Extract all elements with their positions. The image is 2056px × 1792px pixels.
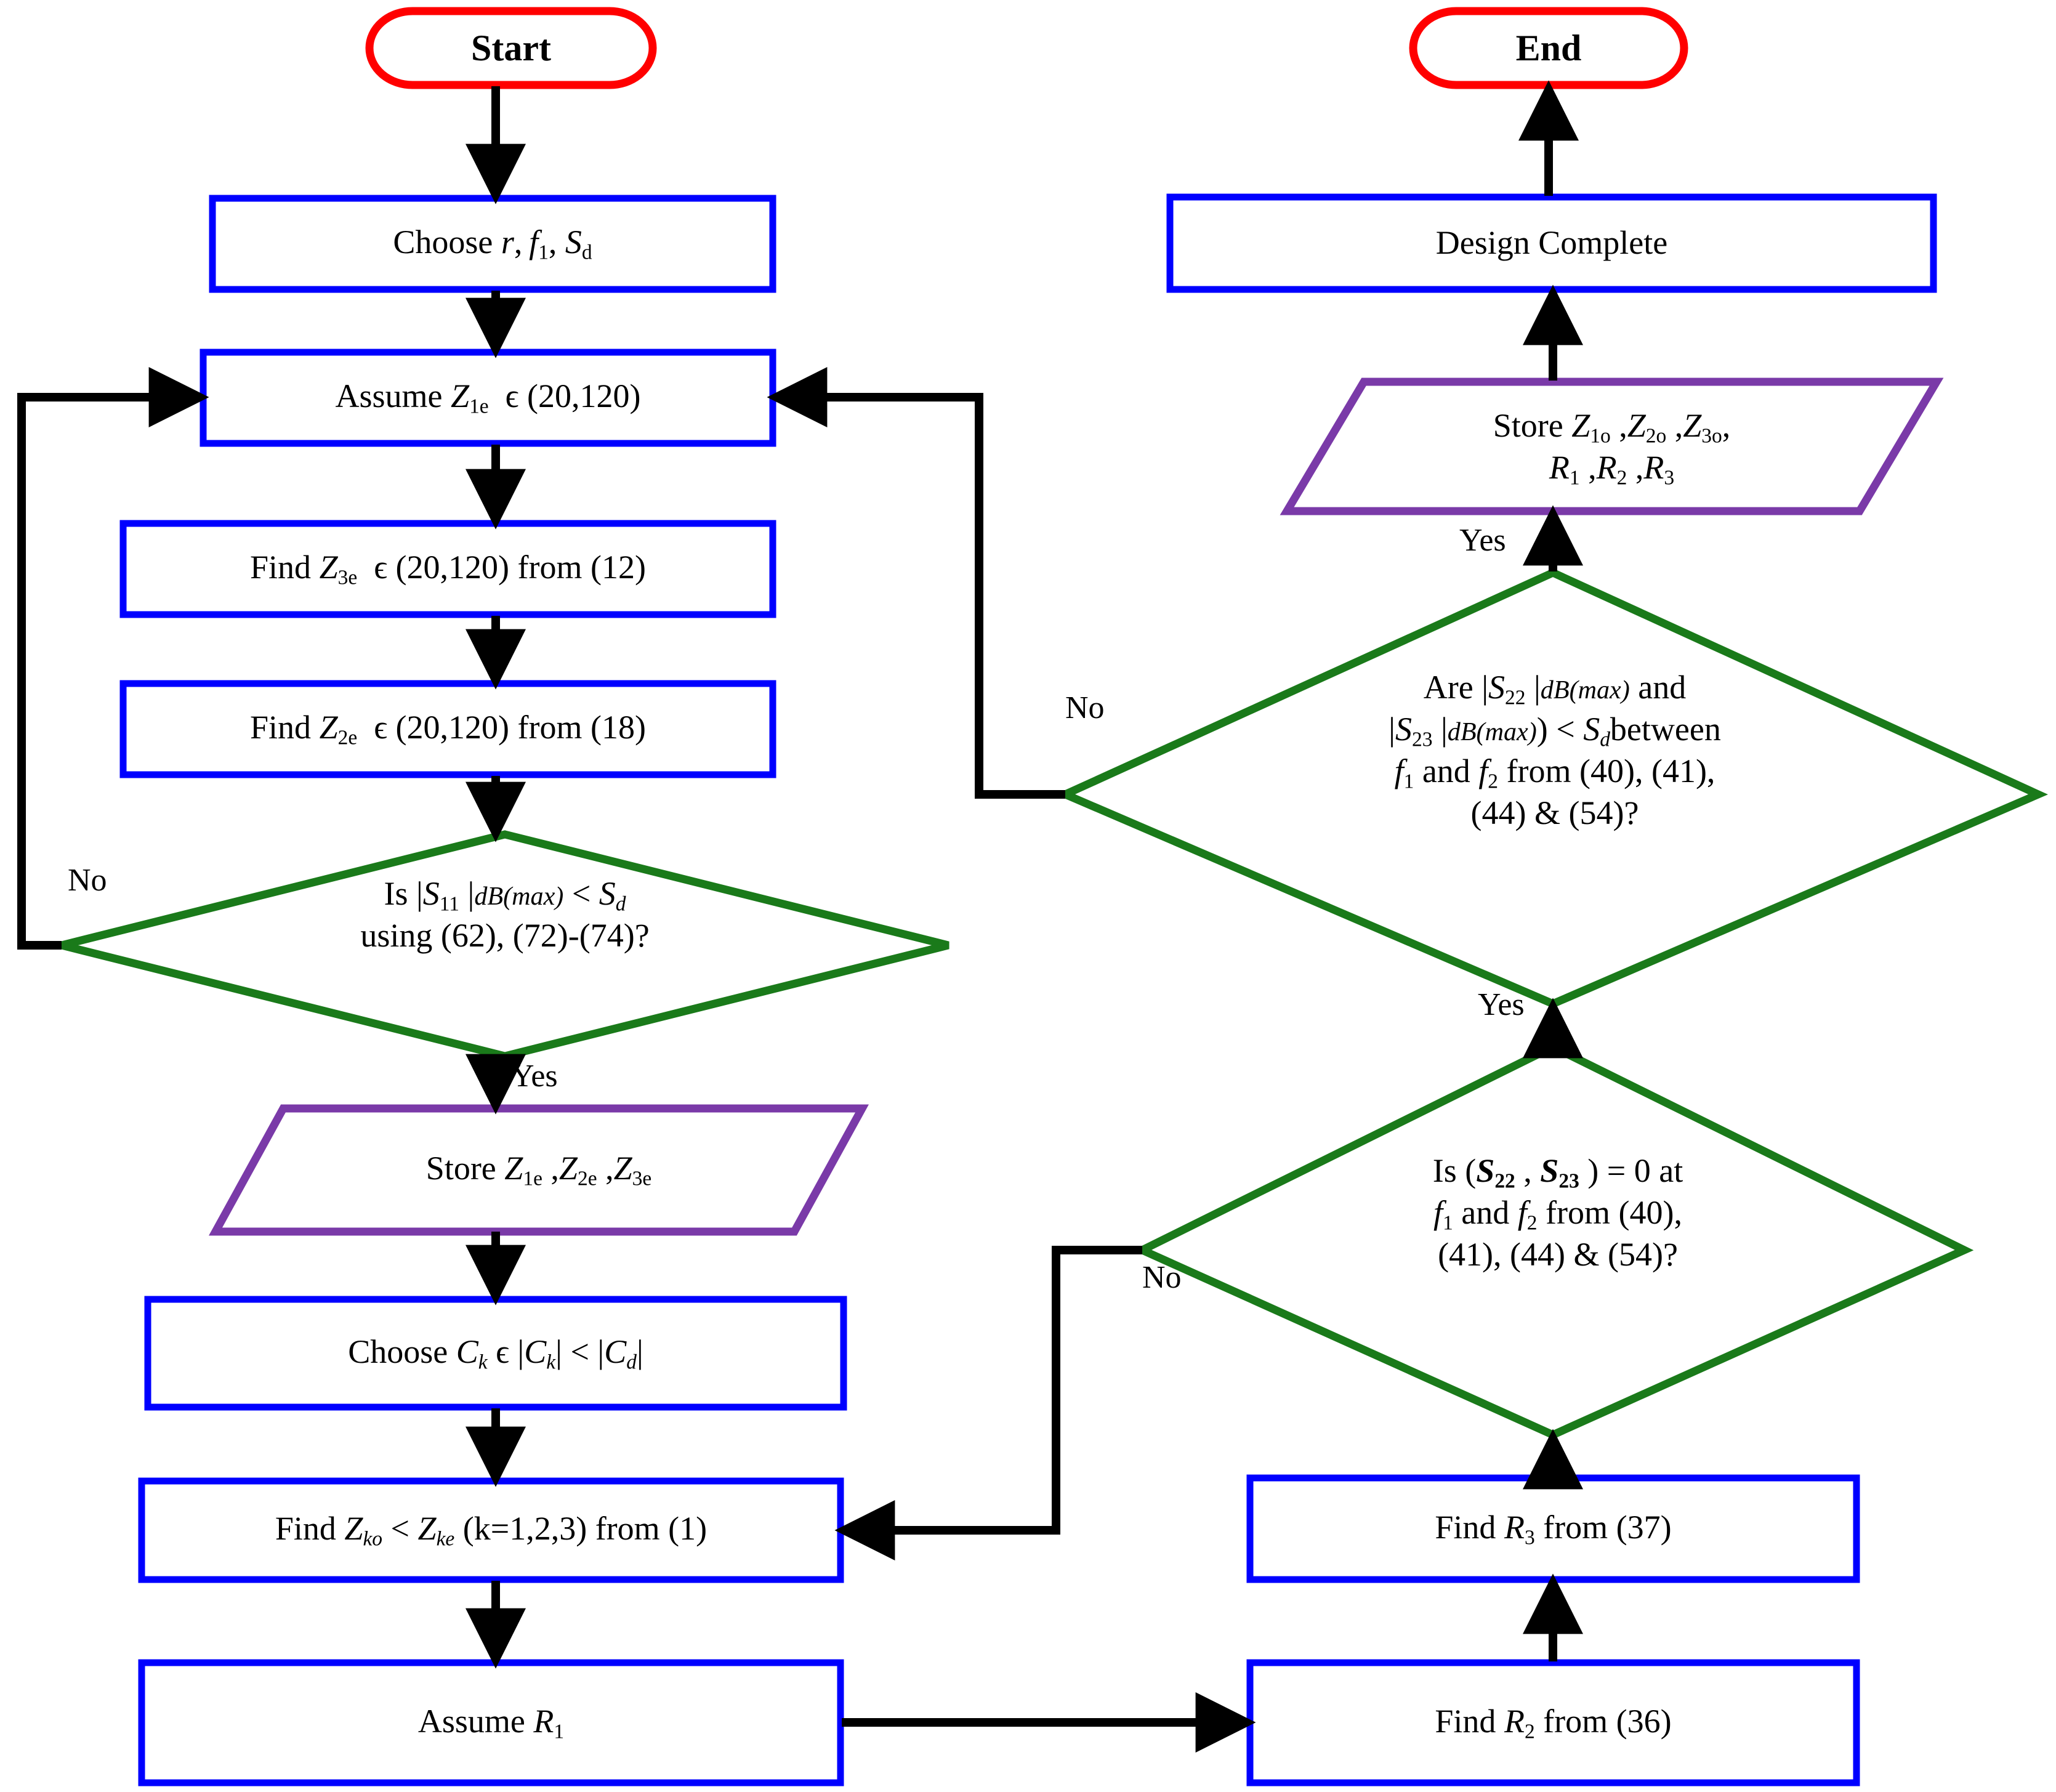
edge-label-no-mid-right: No (1142, 1260, 1182, 1295)
node-dec-s11-shape (60, 830, 949, 1060)
node-find-zko-shape (138, 1477, 844, 1583)
node-find-z2e-shape (119, 680, 776, 778)
edge-label-yes-left: Yes (511, 1059, 558, 1094)
edge-deczero-no-loop (834, 1246, 1142, 1560)
edge-label-no-left: No (68, 863, 107, 898)
edge-decdb-no-loop (767, 367, 1065, 799)
edge-label-no-top-right: No (1065, 690, 1105, 725)
node-store-even-shape (209, 1104, 869, 1236)
node-find-r2-shape (1246, 1659, 1860, 1786)
node-dec-s22-s23-zero-shape (1132, 1042, 1974, 1440)
edge-label-yes-mid-right: Yes (1478, 987, 1525, 1022)
node-assume-r1-shape (138, 1659, 844, 1786)
node-assume-z1e-shape (200, 349, 776, 447)
node-find-r3-shape (1246, 1474, 1860, 1583)
node-find-z3e-shape (119, 520, 776, 618)
node-design-complete-shape (1166, 193, 1937, 293)
edge-label-yes-top-right: Yes (1459, 523, 1506, 558)
node-start-shape (365, 7, 657, 89)
node-choose-ck-shape (144, 1296, 847, 1411)
node-store-odd-shape (1280, 377, 1944, 515)
node-dec-s22-s23-db-shape (1055, 568, 2049, 1009)
node-end-shape (1409, 7, 1688, 89)
node-choose-r-f1-sd-shape (209, 195, 776, 293)
edge-dec-s11-no-loop (17, 367, 209, 950)
